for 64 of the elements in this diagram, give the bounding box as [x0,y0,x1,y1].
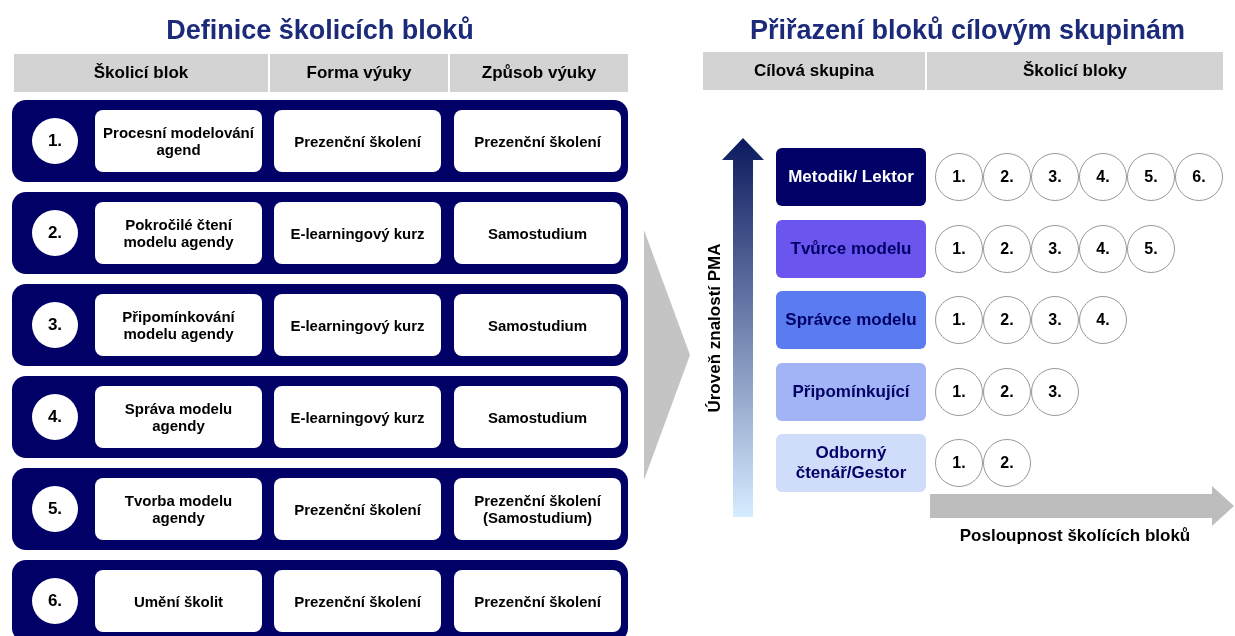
row-band [12,468,628,550]
number-circle: 1. [935,367,983,416]
number-circle: 1. [32,118,78,164]
number-circle: 2. [983,224,1031,273]
row-band [12,100,628,182]
number-circle: 1. [935,224,983,273]
group-box: Odborný čtenář/Gestor [776,434,926,492]
header-cell: Školicí blok [14,54,268,92]
row-band [12,284,628,366]
cell-box: E-learningový kurz [274,294,441,356]
number-circle: 3. [1031,224,1079,273]
cell-box: Prezenční školení [274,478,441,540]
number-circle: 2. [983,296,1031,344]
number-circle: 4. [32,394,78,440]
number-circle: 4. [1079,153,1127,201]
cell-box: Správa modelu agendy [95,386,262,448]
group-box: Připomínkující [776,362,926,421]
heading: Definice školicích bloků [165,13,475,47]
group-box: Metodik/ Lektor [776,148,926,206]
number-circle: 2. [32,210,78,256]
row-band [12,560,628,636]
number-circle: 3. [32,302,78,348]
header-cell: Cílová skupina [703,52,925,90]
number-circle: 3. [1031,296,1079,344]
cell-box: Prezenční školení [274,570,441,632]
axis-label: Úroveň znalostí PMA [704,242,725,415]
number-circle: 6. [1175,153,1223,201]
cell-box: Samostudium [454,202,621,264]
heading: Přiřazení bloků cílovým skupinám [748,13,1187,47]
number-circle: 5. [1127,153,1175,201]
number-circle: 1. [935,153,983,201]
number-circle: 1. [935,296,983,344]
number-circle: 2. [983,367,1031,416]
cell-box: Připomínkování modelu agendy [95,294,262,356]
number-circle: 5. [32,486,78,532]
number-circle: 3. [1031,153,1079,201]
cell-box: Pokročilé čtení modelu agendy [95,202,262,264]
row-band [12,376,628,458]
cell-box: Samostudium [454,294,621,356]
cell-box: Prezenční školení (Samostudium) [454,478,621,540]
cell-box: Prezenční školení [454,110,621,172]
cell-box: Prezenční školení [274,110,441,172]
cell-box: Tvorba modelu agendy [95,478,262,540]
row-band [12,192,628,274]
header-cell: Školicí bloky [927,52,1223,90]
group-box: Správce modelu [776,291,926,349]
number-circle: 5. [1127,224,1175,273]
number-circle: 1. [935,439,983,487]
number-circle: 3. [1031,367,1079,416]
header-cell: Způsob výuky [450,54,628,92]
header-cell: Forma výuky [270,54,448,92]
cell-box: Umění školit [95,570,262,632]
cell-box: E-learningový kurz [274,202,441,264]
number-circle: 4. [1079,224,1127,273]
cell-box: Prezenční školení [454,570,621,632]
axis-label: Posloupnost školících bloků [958,525,1192,547]
cell-box: Procesní modelování agend [95,110,262,172]
cell-box: E-learningový kurz [274,386,441,448]
number-circle: 2. [983,439,1031,487]
number-circle: 4. [1079,296,1127,344]
number-circle: 2. [983,153,1031,201]
number-circle: 6. [32,578,78,624]
group-box: Tvůrce modelu [776,219,926,278]
cell-box: Samostudium [454,386,621,448]
